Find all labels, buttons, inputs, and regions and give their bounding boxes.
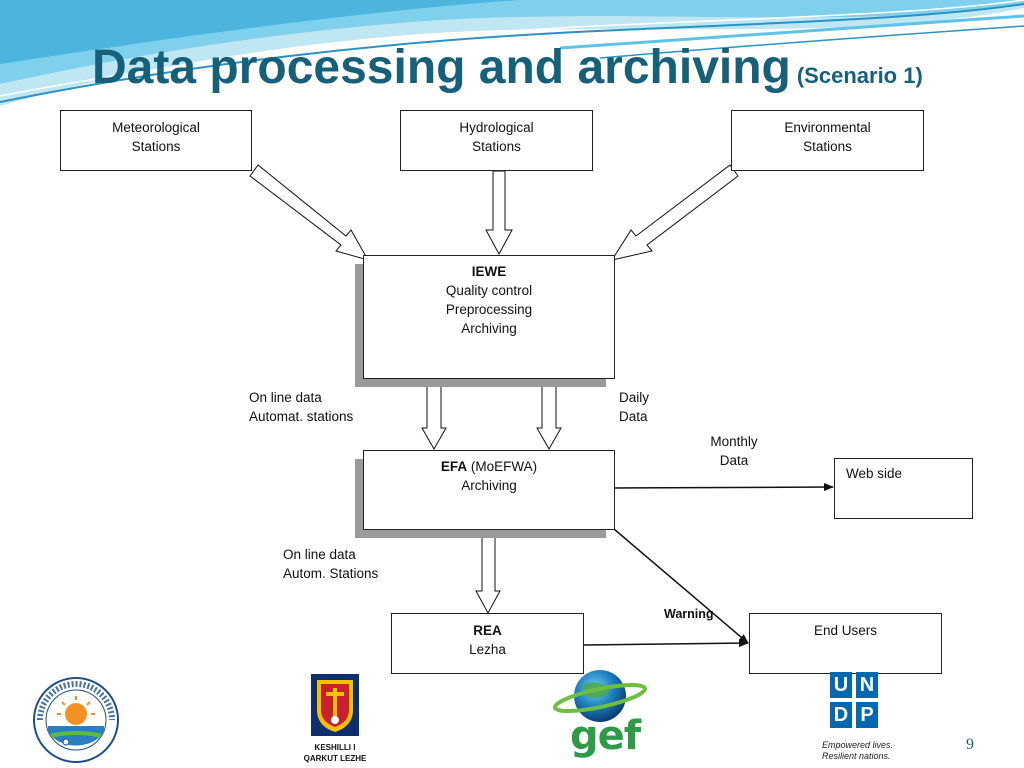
end-users-label: End Users bbox=[813, 623, 878, 638]
arrow-hydrological-to-iewe bbox=[485, 170, 513, 256]
label-line: Automat. stations bbox=[249, 409, 354, 424]
label-online-automat-stations: On line data Automat. stations bbox=[249, 388, 353, 426]
label-line: Monthly bbox=[710, 434, 758, 449]
box-line: Lezha bbox=[469, 642, 506, 657]
title-subtitle: (Scenario 1) bbox=[796, 63, 923, 88]
caption-line: QARKUT LEZHE bbox=[303, 754, 367, 763]
connector-efa-to-web-side bbox=[613, 483, 834, 492]
gef-wordmark: gef bbox=[570, 713, 641, 759]
arrow-iewe-to-efa-daily bbox=[536, 377, 562, 451]
label-online-autom-stations: On line data Autom. Stations bbox=[283, 545, 378, 583]
box-line: Preprocessing bbox=[445, 302, 533, 317]
title-main: Data processing and archiving bbox=[92, 41, 791, 94]
header-wave-decoration bbox=[0, 0, 1024, 106]
ministry-seal-logo bbox=[33, 677, 119, 763]
connector-efa-to-end-users bbox=[613, 528, 749, 644]
keshilli-caption: KESHILLI I QARKUT LEZHE bbox=[296, 742, 374, 764]
efa-box: EFA (MoEFWA) Archiving bbox=[363, 450, 615, 530]
hydrological-stations-box: Hydrological Stations bbox=[400, 110, 593, 171]
label-monthly-data: Monthly Data bbox=[704, 432, 764, 470]
globe-logo bbox=[552, 670, 648, 722]
box-line: Stations bbox=[472, 139, 521, 154]
undp-tagline: Empowered lives. Resilient nations. bbox=[822, 740, 893, 762]
undp-letter: N bbox=[856, 672, 878, 698]
rea-box: REA Lezha bbox=[391, 613, 584, 674]
label-line: Data bbox=[719, 453, 749, 468]
efa-org: (MoEFWA) bbox=[467, 459, 538, 474]
box-line: Archiving bbox=[461, 321, 517, 336]
iewe-name: IEWE bbox=[471, 264, 507, 279]
box-line: Archiving bbox=[461, 478, 517, 493]
undp-letter: P bbox=[856, 702, 878, 728]
label-warning: Warning bbox=[664, 607, 714, 621]
box-line: Hydrological bbox=[459, 120, 534, 135]
web-side-label: Web side bbox=[846, 466, 903, 481]
box-line: Stations bbox=[803, 139, 852, 154]
box-line: Stations bbox=[131, 139, 181, 154]
web-side-box: Web side bbox=[834, 458, 973, 519]
meteorological-stations-box: Meteorological Stations bbox=[60, 110, 252, 171]
slide-title: Data processing and archiving(Scenario 1… bbox=[92, 40, 923, 95]
box-line: Environmental bbox=[784, 120, 871, 135]
arrow-meteorological-to-iewe bbox=[249, 164, 370, 261]
environmental-stations-box: Environmental Stations bbox=[731, 110, 924, 171]
coat-of-arms-logo bbox=[311, 674, 359, 736]
undp-logo: U N D P bbox=[830, 672, 878, 734]
box-line: Meteorological bbox=[112, 120, 200, 135]
label-line: Data bbox=[619, 409, 648, 424]
arrow-environmental-to-iewe bbox=[610, 164, 739, 261]
label-daily-data: Daily Data bbox=[619, 388, 649, 426]
label-line: Autom. Stations bbox=[283, 566, 379, 581]
undp-letter: U bbox=[830, 672, 852, 698]
efa-name: EFA bbox=[440, 459, 468, 474]
rea-name: REA bbox=[473, 623, 502, 638]
label-line: On line data bbox=[283, 547, 356, 562]
iewe-box: IEWE Quality control Preprocessing Archi… bbox=[363, 255, 615, 379]
arrow-iewe-to-efa-online bbox=[421, 377, 447, 451]
connector-rea-to-end-users bbox=[583, 639, 749, 648]
label-line: On line data bbox=[249, 390, 322, 405]
label-line: Daily bbox=[619, 390, 650, 405]
box-line: Quality control bbox=[445, 283, 533, 298]
arrow-efa-to-rea bbox=[475, 528, 501, 615]
caption-line: KESHILLI I bbox=[314, 743, 356, 752]
page-number: 9 bbox=[966, 736, 974, 753]
undp-letter: D bbox=[830, 702, 852, 728]
end-users-box: End Users bbox=[749, 613, 942, 674]
tagline-line: Resilient nations. bbox=[822, 751, 891, 761]
tagline-line: Empowered lives. bbox=[822, 740, 894, 750]
